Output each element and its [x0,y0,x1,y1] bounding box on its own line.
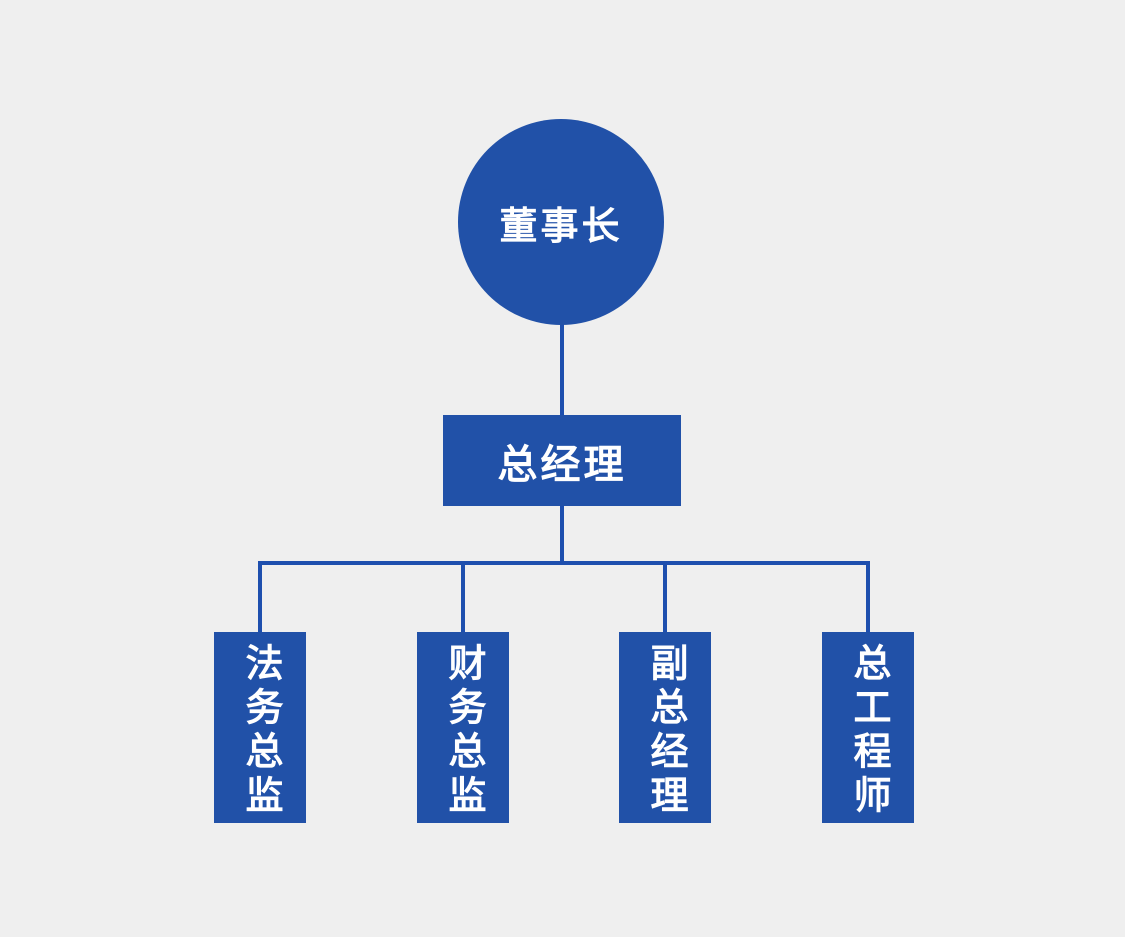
org-node-legal-director-label: 法务总监 [239,642,281,819]
connector-horizontal-bus [258,561,870,565]
org-node-legal-director: 法务总监 [214,632,306,823]
org-node-finance-director-label: 财务总监 [442,642,484,819]
org-node-general-manager: 总经理 [443,415,681,506]
org-node-deputy-general-manager: 副总经理 [619,632,711,823]
connector-drop-finance-director [461,561,465,636]
org-node-chief-engineer-label: 总工程师 [847,642,889,819]
org-node-chairman: 董事长 [458,119,664,325]
org-node-chief-engineer: 总工程师 [822,632,914,823]
connector-chairman-to-gm [560,310,564,416]
connector-drop-legal-director [258,561,262,636]
org-node-finance-director: 财务总监 [417,632,509,823]
connector-drop-deputy-gm [663,561,667,636]
connector-drop-chief-engineer [866,561,870,636]
org-node-general-manager-label: 总经理 [497,442,627,487]
org-node-chairman-label: 董事长 [499,205,623,248]
org-node-deputy-general-manager-label: 副总经理 [644,642,686,819]
connector-gm-to-bus [560,500,564,564]
